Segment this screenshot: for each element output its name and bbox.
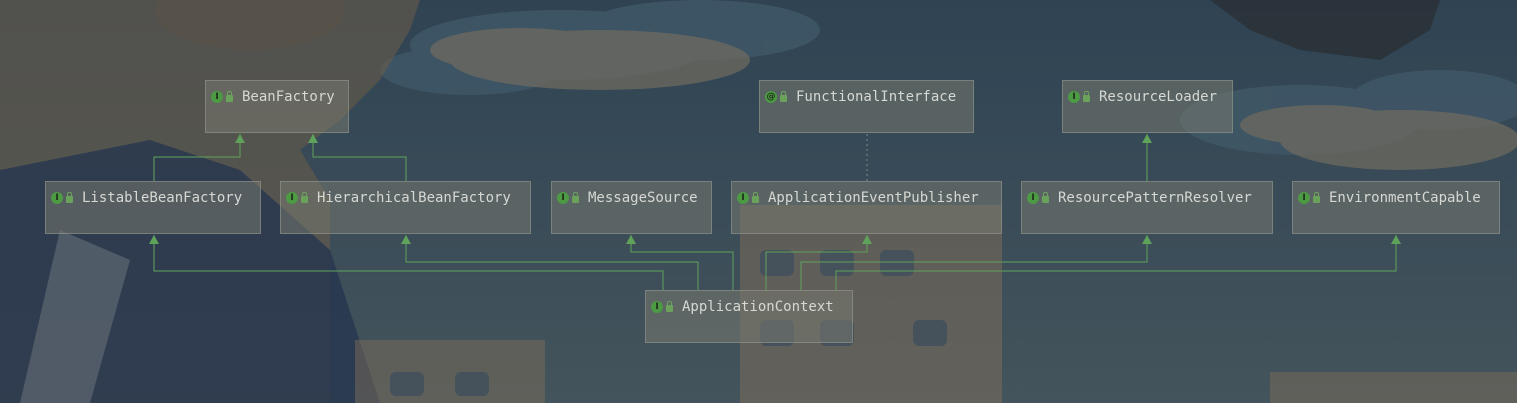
node-label: BeanFactory: [242, 89, 335, 105]
node-label: MessageSource: [588, 190, 698, 206]
public-lock-icon: [1042, 191, 1049, 203]
inheritance-arrowhead-icon: [862, 235, 872, 244]
inheritance-arrowhead-icon: [235, 134, 245, 143]
public-lock-icon: [1313, 191, 1320, 203]
public-lock-icon: [301, 191, 308, 203]
interface-badge-icon: I: [1068, 91, 1080, 103]
interface-badge-icon: I: [737, 192, 749, 204]
interface-badge-icon: I: [211, 91, 223, 103]
public-lock-icon: [66, 191, 73, 203]
node-applicationeventpublisher[interactable]: I ApplicationEventPublisher: [731, 181, 1002, 234]
interface-badge-icon: I: [651, 301, 663, 313]
interface-badge-icon: I: [51, 192, 63, 204]
node-messagesource[interactable]: I MessageSource: [551, 181, 712, 234]
node-beanfactory[interactable]: I BeanFactory: [205, 80, 349, 133]
interface-badge-icon: I: [1027, 192, 1039, 204]
node-environmentcapable[interactable]: I EnvironmentCapable: [1292, 181, 1500, 234]
public-lock-icon: [1083, 90, 1090, 102]
node-resourcepatternresolver[interactable]: I ResourcePatternResolver: [1021, 181, 1273, 234]
node-label: ResourcePatternResolver: [1058, 190, 1252, 206]
node-resourceloader[interactable]: I ResourceLoader: [1062, 80, 1233, 133]
interface-badge-icon: I: [1298, 192, 1310, 204]
edge-context-to-hierarchical: [405, 235, 699, 290]
node-applicationcontext[interactable]: I ApplicationContext: [645, 290, 853, 343]
inheritance-arrowhead-icon: [149, 235, 159, 244]
edge-listable-to-beanfactory: [153, 134, 241, 181]
inheritance-arrowhead-icon: [626, 235, 636, 244]
public-lock-icon: [572, 191, 579, 203]
node-functionalinterface[interactable]: @ FunctionalInterface: [759, 80, 974, 133]
edge-context-to-patternresolver: [800, 235, 1148, 290]
node-listablebeanfactory[interactable]: I ListableBeanFactory: [45, 181, 261, 234]
inheritance-arrowhead-icon: [308, 134, 318, 143]
inheritance-arrowhead-icon: [1142, 235, 1152, 244]
interface-badge-icon: I: [286, 192, 298, 204]
node-label: ResourceLoader: [1099, 89, 1218, 105]
inheritance-arrowhead-icon: [1142, 134, 1152, 143]
public-lock-icon: [752, 191, 759, 203]
public-lock-icon: [780, 90, 787, 102]
inheritance-arrowhead-icon: [1391, 235, 1401, 244]
node-label: FunctionalInterface: [796, 89, 957, 105]
node-label: HierarchicalBeanFactory: [317, 190, 511, 206]
edge-context-to-listable: [153, 235, 664, 290]
node-label: ListableBeanFactory: [82, 190, 243, 206]
node-label: ApplicationContext: [682, 299, 834, 315]
node-label: ApplicationEventPublisher: [768, 190, 979, 206]
annotation-badge-icon: @: [765, 91, 777, 103]
public-lock-icon: [666, 300, 673, 312]
inheritance-arrowhead-icon: [401, 235, 411, 244]
node-label: EnvironmentCapable: [1329, 190, 1481, 206]
public-lock-icon: [226, 90, 233, 102]
edge-hierarchical-to-beanfactory: [312, 134, 407, 181]
interface-badge-icon: I: [557, 192, 569, 204]
node-hierarchicalbeanfactory[interactable]: I HierarchicalBeanFactory: [280, 181, 531, 234]
edge-context-to-environmentcapable: [835, 235, 1397, 290]
